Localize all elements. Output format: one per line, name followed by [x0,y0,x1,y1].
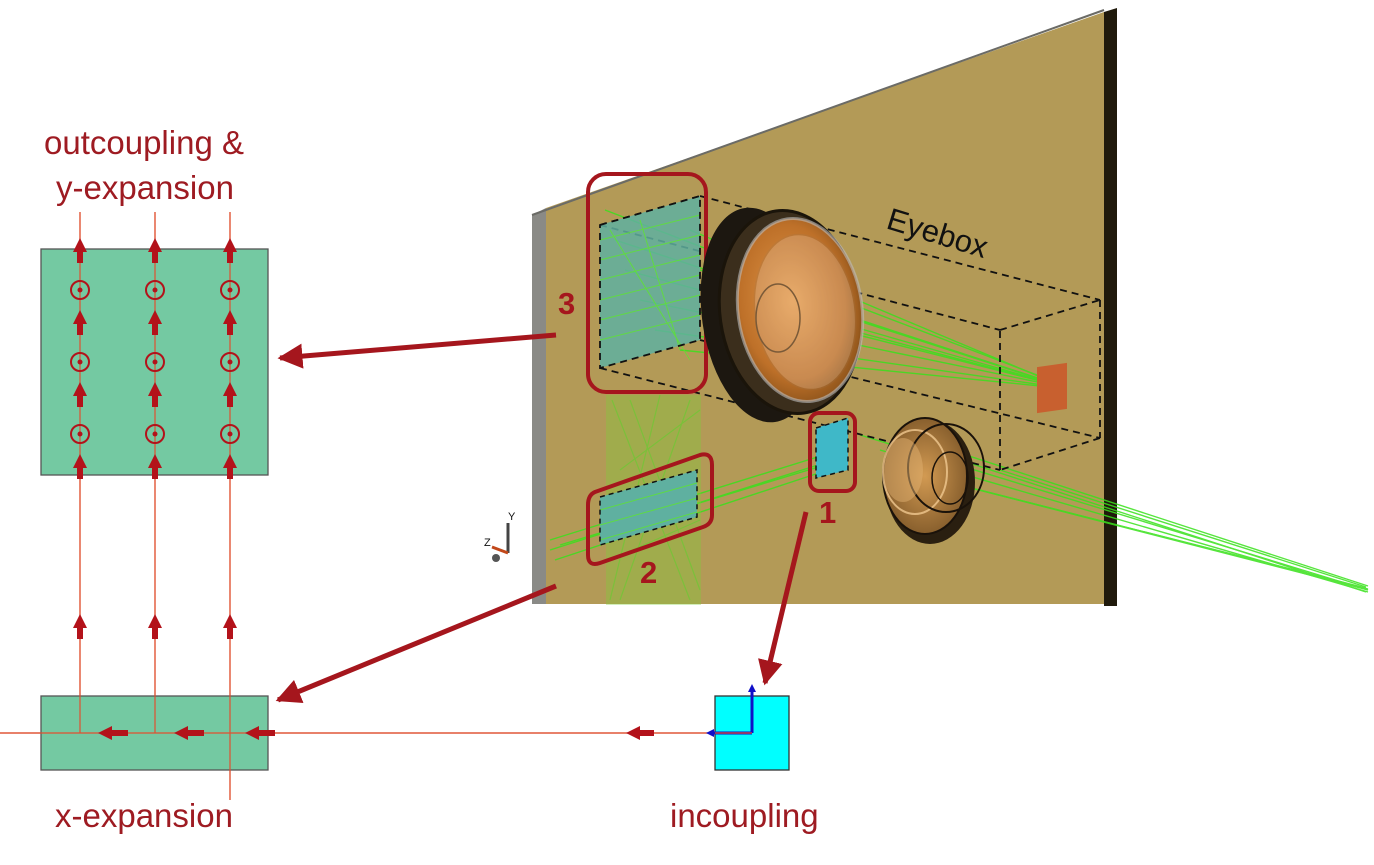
eyebox-target [1037,362,1067,414]
up-arrowhead [148,310,162,324]
up-arrowhead [223,310,237,324]
callout-arrow-outcoupler [277,332,557,369]
out-of-plane-circle [70,352,90,372]
x-expansion-label: x-expansion [55,797,233,834]
out-of-plane-circle [70,280,90,300]
expander-grating [599,469,698,546]
up-arrowhead [223,454,237,468]
plate-left-edge [532,208,546,604]
up-arrows [73,238,237,639]
outcoupling-label-line1: outcoupling & [44,124,244,161]
out-of-plane-circle [70,424,90,444]
source-lens [882,417,985,544]
up-arrowhead [148,454,162,468]
callout-arrows [275,332,809,704]
axis-y-label: Y [508,511,516,523]
up-arrowhead [148,238,162,252]
out-of-plane-circle [220,352,240,372]
up-arrowhead [223,382,237,396]
expander-highlight [586,452,714,566]
outcoupler-grating [599,194,701,370]
callout-arrow-incoupler [758,511,809,686]
up-arrowhead [73,614,87,628]
eye-lens [700,207,865,423]
up-arrowhead [73,382,87,396]
up-arrowhead [73,310,87,324]
up-arrowhead [223,238,237,252]
out-of-plane-markers [70,280,240,444]
region-number-2: 2 [640,555,658,590]
plate-right-edge [1104,8,1117,606]
outcoupling-label-line2: y-expansion [56,169,234,206]
incoupling-label: incoupling [670,797,819,834]
up-arrowhead [148,382,162,396]
out-of-plane-circle [220,280,240,300]
up-arrowhead [73,454,87,468]
axis-triad-icon [491,523,510,562]
direction-arrows [98,726,654,740]
out-of-plane-circle [145,352,165,372]
region-number-3: 3 [558,286,576,321]
incoupler-grating [815,416,849,479]
up-arrowhead [148,614,162,628]
out-of-plane-circle [145,280,165,300]
incoupler-highlight [808,411,857,493]
region-number-1: 1 [819,495,837,530]
up-arrowhead [223,614,237,628]
out-of-plane-circle [220,424,240,444]
axis-z-label: Z [484,537,491,549]
out-of-plane-circle [145,424,165,444]
callout-arrow-expander [275,583,557,704]
up-arrowhead [73,238,87,252]
